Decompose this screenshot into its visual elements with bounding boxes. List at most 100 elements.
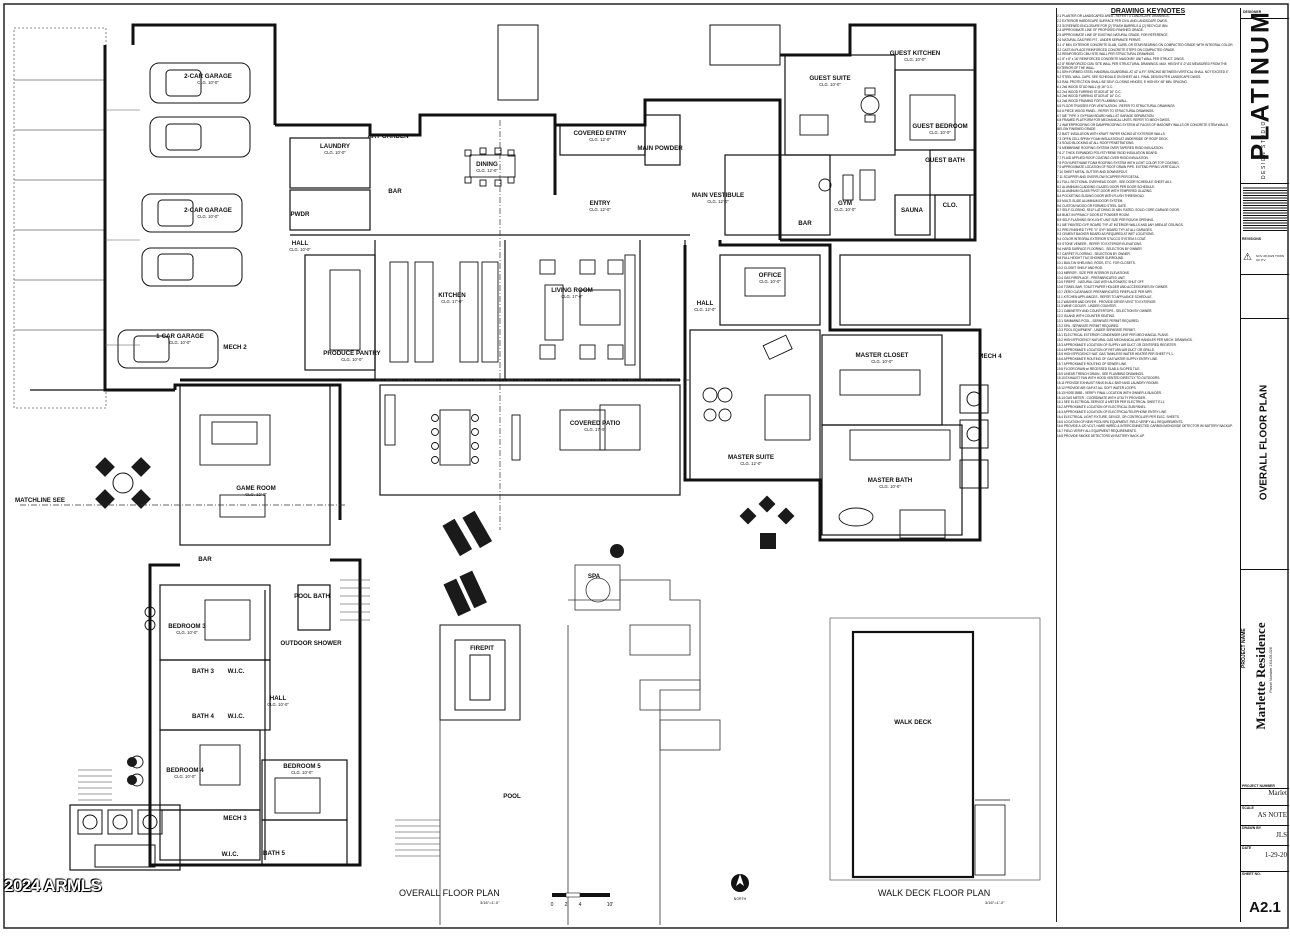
keynote-item: 7.10 SHEET METAL GUTTER AND DOWNSPOUT. xyxy=(1057,170,1128,175)
sheet-title-cell: OVERALL FLOOR PLAN xyxy=(1241,318,1289,570)
keynote-item: 15.3 APPROXIMATE LOCATION OF SUPPLY AIR … xyxy=(1057,342,1177,347)
room-label: W.I.C. xyxy=(222,851,239,858)
project-cell: PROJECT NAME Marlette Residence Parcel N… xyxy=(1241,568,1289,789)
diamond-clusters xyxy=(95,457,795,525)
firm-subtitle: DESIGN STUDIO xyxy=(1261,120,1267,179)
scale-cell: SCALE AS NOTE xyxy=(1241,805,1289,826)
keynote-item: 2.4 APPROXIMATE LINE OF PROPOSED FINISHE… xyxy=(1057,28,1144,33)
keynote-item: 6.4 2x8 WOOD FRAMING FOR PLUMBING WALL. xyxy=(1057,99,1128,104)
keynote-item: 9.5 STONE VENEER - REFER TO EXTERIOR ELE… xyxy=(1057,242,1143,247)
date-label: DATE xyxy=(1242,846,1252,850)
keynote-item: 9.4 COLOR INTEGRAL EXTERIOR STUCCO SYSTE… xyxy=(1057,237,1147,242)
keynote-item: 11.2 WASHER AND DRYER - PROVIDE DRYER VE… xyxy=(1057,299,1157,304)
room-ceiling-height: CLG. 12'-0" xyxy=(589,137,611,142)
room-label: BAR xyxy=(798,220,812,227)
room-ceiling-height: CLG. 12'-0" xyxy=(740,461,762,466)
keynote-item: 10.6 TOWEL BAR, TOILET PAPER HOLDER AND … xyxy=(1057,285,1169,290)
keynote-item: 7.1 WATERPROOFING OR DAMPPROOFING SYSTEM… xyxy=(1057,123,1229,131)
keynote-item: 7.6 2" THICK EXPANDED POLYSTYRENE RIGID … xyxy=(1057,150,1158,155)
keynote-item: 6.3 2x6 WOOD FURRING STUDS AT 16" O.C. xyxy=(1057,94,1122,99)
room-label: GAME ROOM xyxy=(236,485,276,492)
keynote-item: 15.9 LINEAR TRENCH DRAIN - SEE PLUMBING … xyxy=(1057,371,1144,376)
keynote-item: 9.8 FULL HEIGHT TILE SHOWER SURROUND. xyxy=(1057,256,1124,261)
pool-outline xyxy=(439,564,721,925)
scale-bar xyxy=(552,892,610,898)
room-ceiling-height: CLG. 10'-0" xyxy=(759,279,781,284)
keynote-item: 16.8 PROVIDE SMOKE DETECTORS W/ BATTERY … xyxy=(1057,433,1145,438)
room-label: BATH 3 xyxy=(192,668,214,675)
keynote-item: 16.4 ELECTRICAL LIGHT FIXTURE, DEVICE, O… xyxy=(1057,414,1180,419)
keynote-item: 9.3 CEMENT BACKER BOARD AS REQUIRED AT W… xyxy=(1057,232,1155,237)
sheet-no-cell: SHEET NO. A2.1 xyxy=(1241,871,1289,922)
room-label: BEDROOM 5 xyxy=(283,763,321,770)
walk-deck-title: WALK DECK FLOOR PLAN xyxy=(878,888,990,898)
keynote-item: 16.1 SEE ELECTRICAL SERVICE & METER PER … xyxy=(1057,400,1166,405)
keynote-item: 8.3 ALUMINUM GLASS PIVOT DOOR WITH TEMPE… xyxy=(1057,189,1153,194)
dining-table xyxy=(464,147,516,187)
room-ceiling-height: CLG. 10'-0" xyxy=(197,214,219,219)
room-label: FIREPIT xyxy=(470,645,494,652)
site-equipment xyxy=(77,24,989,868)
room-ceiling-height: CLG. 10'-0" xyxy=(267,702,289,707)
revision-triangle-icon: ⚠ xyxy=(1243,252,1252,263)
firm-logo: PLATINUM DESIGN STUDIO xyxy=(1241,9,1289,231)
revisions-label: REVISIONS xyxy=(1242,237,1262,241)
designer-cell: DESIGNER xyxy=(1241,8,1289,19)
room-label: MASTER BATH xyxy=(868,477,913,484)
room-ceiling-height: CLG. 17'-0" xyxy=(584,427,606,432)
keynote-item: 7.3 OPEN CELL SPRAY FOAM INSULATION AT U… xyxy=(1057,136,1169,141)
revision-entry: NOV 28 2023 TOWN OF P.V. xyxy=(1256,254,1285,262)
room-ceiling-height: CLG. 10'-0" xyxy=(176,630,198,635)
keynote-item: 7.5 MEMBRANE ROOFING SYSTEM OVER TAPERED… xyxy=(1057,146,1164,151)
scale-bar-tick: 10' xyxy=(607,902,614,908)
sheet-border xyxy=(3,3,1289,929)
keynote-item: 6.8 FRAMED PLATFORM FOR MECHANICAL UNITS… xyxy=(1057,118,1171,123)
room-label: KITCHEN xyxy=(438,292,466,299)
scale-bar-tick: 2 xyxy=(565,902,568,908)
room-label: POOL xyxy=(503,793,521,800)
keynote-item: 10.2 CLOSET SHELF AND ROD. xyxy=(1057,266,1103,271)
keynote-item: 10.4 GAS FIREPLACE - PREFABRICATED UNIT. xyxy=(1057,275,1126,280)
room-ceiling-height: CLG. 10'-0" xyxy=(197,80,219,85)
project-number: Marlet xyxy=(1268,789,1287,797)
room-label: MAIN POWDER xyxy=(637,145,683,152)
room-ceiling-height: CLG. 10'-0" xyxy=(929,130,951,135)
scale-bar-tick: 4 xyxy=(579,902,582,908)
project-number-label: PROJECT NUMBER xyxy=(1242,784,1275,788)
keynote-item: 15.7 APPROXIMATE ROUTING OF SEWER LINE. xyxy=(1057,361,1128,366)
room-ceiling-height: CLG. 10'-0" xyxy=(174,774,196,779)
keynote-item: 5.3 RAIL PROTECTION SHALL BE SELF-CLOSIN… xyxy=(1057,80,1188,85)
keynote-item: 10.3 MIRROR - SIZE PER INTERIOR ELEVATIO… xyxy=(1057,270,1130,275)
room-label: W.I.C. xyxy=(228,713,245,720)
keynote-item: 8.7 SELF-CLOSING, SELF-LATCHING 20 MIN. … xyxy=(1057,208,1180,213)
room-label: MECH 3 xyxy=(223,815,247,822)
room-label: BATH 5 xyxy=(263,850,285,857)
room-ceiling-height: CLG. 10'-0" xyxy=(291,770,313,775)
keynote-item: 2.6 NATURAL GAS FIRE PIT - UNDER SEPARAT… xyxy=(1057,37,1141,42)
keynote-item: 13.2 SPA - SEPARATE PERMIT REQUIRED. xyxy=(1057,323,1120,328)
room-label: BEDROOM 4 xyxy=(166,767,204,774)
room-label: GUEST BATH xyxy=(925,157,965,164)
keynote-item: 11.3 WINE COOLER - UNDER COUNTER. xyxy=(1057,304,1117,309)
keynote-item: 5.1 80% FORMED STEEL HANDRAIL/GUARDRAIL … xyxy=(1057,70,1230,75)
scale-label: SCALE xyxy=(1242,806,1254,810)
date-value: 1-29-20 xyxy=(1264,851,1287,859)
keynote-item: 16.7 FIELD VERIFY ALL EQUIPMENT REQUIREM… xyxy=(1057,429,1137,434)
keynote-item: 2.2 EXTERIOR HARDSCAPE SURFACE PER CIVIL… xyxy=(1057,18,1168,23)
keynote-item: 6.6 6 PIECE WOOD PANEL - REFER TO STRUCT… xyxy=(1057,108,1155,113)
keynote-item: 8.5 MULTI-SLIDE ALUMINUM DOOR SYSTEM. xyxy=(1057,198,1124,203)
keynote-item: 7.9 APPROXIMATE LOCATION OF ROOF DRAIN P… xyxy=(1057,165,1180,170)
drawn-by-cell: DRAWN BY JLS xyxy=(1241,825,1289,846)
keynote-item: 4.2 8" REINFORCED CMU SITE WALL PER STRU… xyxy=(1057,61,1227,70)
room-label: BEDROOM 3 xyxy=(168,623,206,630)
revisions-cell: REVISIONS ⚠ NOV 28 2023 TOWN OF P.V. xyxy=(1241,236,1289,275)
room-label: LAUNDRY xyxy=(320,143,351,150)
keynote-item: 7.7 FLUID APPLIED ROOF COATING OVER RIGI… xyxy=(1057,155,1149,160)
room-label: BAR xyxy=(388,188,402,195)
room-label: ENTRY xyxy=(590,200,612,207)
keynote-item: 15.13 HOSE BIBB - VERIFY FINAL LOCATION … xyxy=(1057,390,1162,395)
keynotes-title: DRAWING KEYNOTES xyxy=(1110,8,1186,15)
